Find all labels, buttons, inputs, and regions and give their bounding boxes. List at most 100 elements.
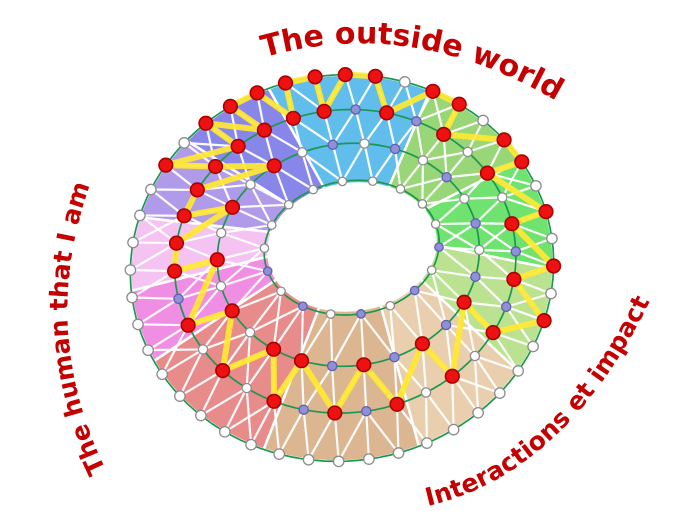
red-node: [256, 122, 273, 138]
mesh-node: [356, 309, 366, 319]
mesh-node: [218, 425, 231, 438]
red-node: [307, 69, 323, 85]
mesh-node: [142, 344, 154, 357]
red-node: [189, 182, 205, 198]
red-node: [506, 271, 522, 288]
red-node: [414, 336, 431, 352]
node-layer: [124, 66, 562, 468]
red-node: [266, 393, 282, 409]
mesh-node: [409, 285, 420, 296]
red-node: [456, 294, 472, 310]
mesh-node: [262, 266, 273, 277]
red-node: [496, 132, 512, 148]
red-node: [168, 235, 185, 251]
mesh-node: [398, 76, 411, 88]
mesh-node: [367, 176, 378, 187]
red-node: [249, 85, 265, 101]
red-node: [207, 158, 224, 175]
red-node: [545, 258, 562, 274]
mesh-node: [447, 423, 460, 436]
red-node: [356, 357, 372, 373]
red-node: [222, 98, 238, 114]
mesh-node: [296, 147, 308, 158]
red-node: [224, 199, 241, 215]
mesh-node: [493, 387, 506, 399]
mesh-node: [350, 104, 361, 115]
red-node: [379, 105, 395, 121]
mesh-node: [215, 280, 227, 292]
mesh-node: [298, 301, 308, 312]
red-node: [266, 158, 282, 174]
red-node: [198, 115, 214, 131]
mesh-node: [430, 219, 441, 229]
red-node: [293, 353, 310, 369]
mesh-node: [276, 286, 286, 297]
red-node: [180, 317, 196, 333]
mesh-node: [512, 365, 525, 377]
red-node: [536, 313, 552, 329]
mesh-node: [417, 155, 429, 166]
red-node: [209, 252, 225, 268]
mesh-node: [462, 146, 473, 158]
mesh-node: [469, 350, 481, 362]
mesh-node: [127, 236, 139, 249]
mesh-node: [470, 271, 481, 282]
red-node: [277, 75, 294, 91]
mesh-node: [308, 184, 319, 195]
mesh-node: [332, 455, 345, 468]
mesh-node: [361, 405, 372, 417]
mesh-node: [173, 293, 184, 305]
mesh-node: [359, 138, 370, 149]
red-node: [285, 110, 302, 126]
red-node: [224, 303, 240, 319]
red-node: [316, 103, 332, 119]
mesh-node: [440, 319, 452, 331]
mesh-node: [126, 291, 138, 304]
red-node: [327, 405, 343, 421]
red-node: [230, 138, 246, 154]
mesh-node: [434, 242, 444, 252]
mesh-node: [325, 309, 336, 319]
mesh-node: [337, 176, 348, 187]
label-human-that-i-am-text: The human that I am: [42, 175, 114, 482]
red-node: [389, 396, 405, 412]
mesh-node: [545, 287, 557, 300]
mesh-node: [132, 318, 144, 331]
mesh-node: [244, 327, 256, 338]
mesh-node: [245, 179, 256, 190]
mesh-node: [497, 192, 508, 203]
mesh-node: [474, 244, 485, 256]
mesh-node: [395, 184, 406, 194]
red-node: [479, 165, 496, 181]
mesh-node: [241, 382, 252, 394]
mesh-node: [392, 447, 405, 459]
mesh-node: [527, 340, 539, 353]
mesh-node: [363, 453, 375, 465]
mesh-node: [530, 179, 542, 192]
red-node: [538, 204, 554, 220]
generated-wheel-layers: [124, 66, 562, 468]
mesh-node: [417, 199, 428, 209]
mesh-node: [477, 114, 489, 127]
mesh-node: [302, 453, 315, 466]
mesh-node: [245, 438, 257, 451]
mesh-node: [441, 171, 452, 183]
mesh-node: [510, 246, 522, 257]
mesh-node: [174, 390, 186, 402]
mesh-node: [215, 227, 227, 239]
red-node: [451, 96, 467, 112]
mesh-node: [500, 301, 512, 313]
mesh-node: [145, 183, 157, 196]
mesh-node: [266, 220, 277, 230]
mesh-node: [326, 360, 338, 372]
label-human-that-i-am: The human that I am: [44, 178, 111, 480]
red-node: [367, 68, 384, 84]
mesh-node: [385, 300, 396, 311]
red-node: [436, 126, 452, 142]
red-node: [504, 216, 520, 232]
red-node: [337, 66, 353, 83]
red-node: [215, 363, 231, 379]
red-node: [167, 263, 183, 279]
mesh-node: [470, 218, 481, 229]
